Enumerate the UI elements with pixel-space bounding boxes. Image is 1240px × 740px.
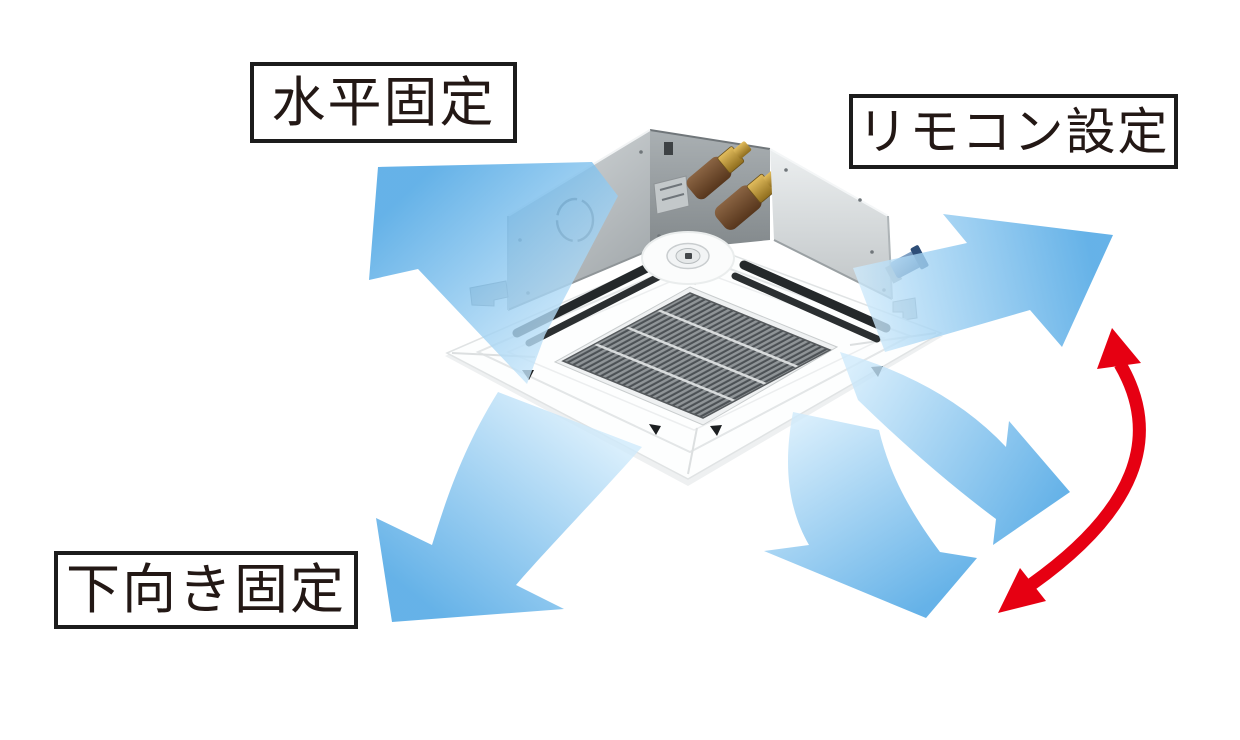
airflow-arrow-horizontal-right <box>853 214 1113 352</box>
label-downward-fixed-text: 下向き固定 <box>66 560 346 620</box>
air-outlet-vanes <box>512 258 891 347</box>
ceiling-panel <box>445 231 943 486</box>
airflow-arrows <box>369 162 1113 622</box>
airflow-arrow-down <box>764 412 977 618</box>
label-remote-setting-text: リモコン設定 <box>857 103 1170 160</box>
label-downward-fixed: 下向き固定 <box>54 551 358 629</box>
swing-arrow-head-down-icon <box>998 568 1046 613</box>
swing-arrow-curve <box>1028 360 1146 590</box>
sensor-icon <box>641 231 735 285</box>
vent-hole-icon <box>664 142 673 155</box>
housing-right-face <box>770 149 892 299</box>
swing-range-arrow <box>998 328 1146 613</box>
airflow-arrow-diagonal-right <box>840 352 1070 545</box>
label-remote-setting: リモコン設定 <box>849 94 1178 169</box>
swing-arrow-head-up-icon <box>1097 328 1141 369</box>
airflow-arrow-down-left <box>376 392 642 622</box>
label-horizontal-fixed: 水平固定 <box>250 62 517 143</box>
label-horizontal-fixed-text: 水平固定 <box>271 72 496 133</box>
airflow-arrow-horizontal-left <box>369 162 618 384</box>
piping-bracket <box>653 175 690 215</box>
